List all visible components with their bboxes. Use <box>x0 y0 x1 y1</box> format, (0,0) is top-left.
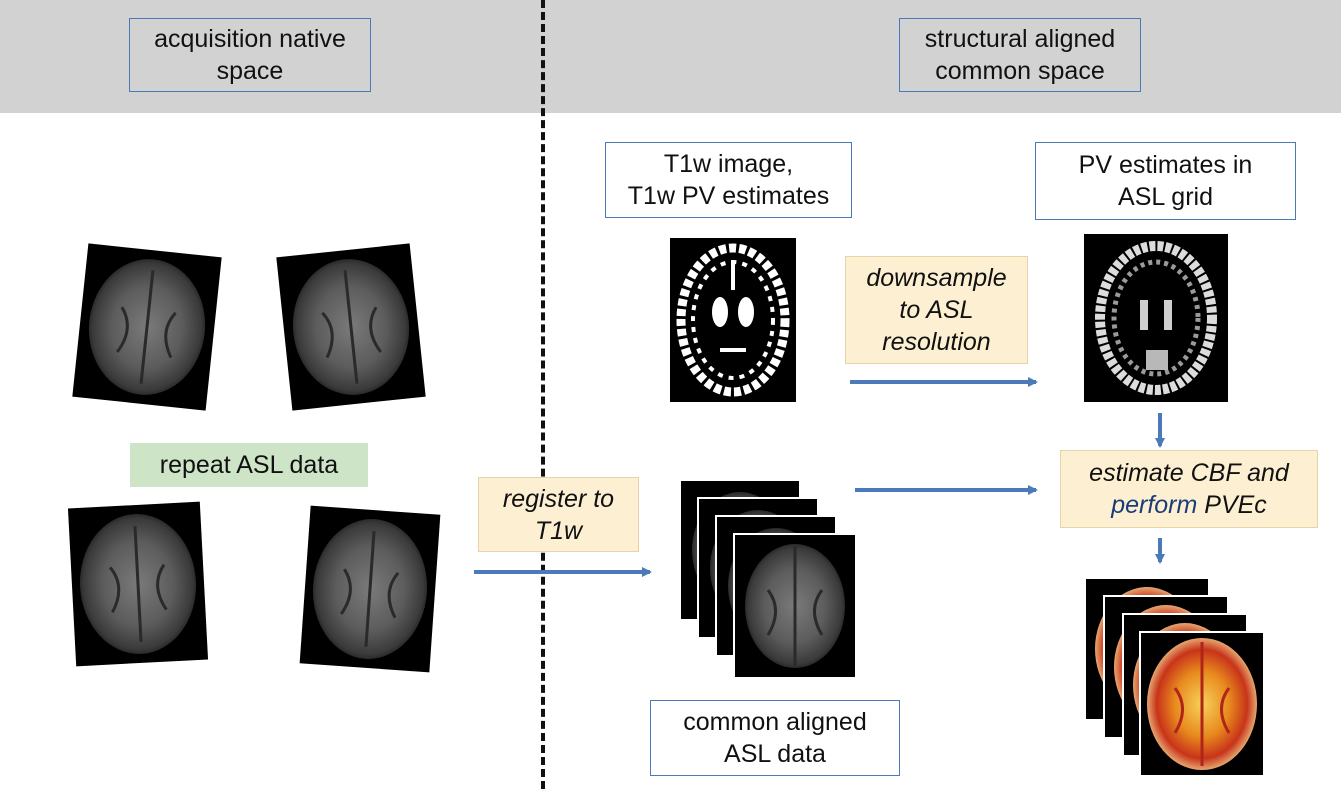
space-divider <box>541 0 545 789</box>
asl-frame-1 <box>72 243 222 411</box>
header-native-space: acquisition native space <box>129 18 371 92</box>
asl-frame-3 <box>67 501 209 667</box>
label-estimate-cbf: estimate CBF and perform PVEc <box>1060 450 1318 528</box>
t1w-pv-image <box>670 238 796 402</box>
estimate-line-2: perform PVEc <box>1111 489 1267 521</box>
estimate-word-perform: perform <box>1111 491 1198 519</box>
asl-frame-4 <box>299 505 441 673</box>
label-pv-asl-grid: PV estimates in ASL grid <box>1035 142 1296 220</box>
cbf-output-stack <box>1084 577 1265 777</box>
asl-frame-2 <box>276 243 426 411</box>
pv-asl-grid-image <box>1084 234 1228 402</box>
label-t1w-image: T1w image, T1w PV estimates <box>605 142 852 218</box>
label-downsample: downsample to ASL resolution <box>845 256 1028 364</box>
header-common-space: structural aligned common space <box>899 18 1141 92</box>
label-common-aligned: common aligned ASL data <box>650 700 900 776</box>
estimate-word-pvec: PVEc <box>1197 491 1267 519</box>
label-repeat-asl: repeat ASL data <box>130 443 368 487</box>
label-register: register to T1w <box>478 477 639 552</box>
estimate-line-1: estimate CBF and <box>1089 459 1289 487</box>
common-aligned-asl-stack <box>679 479 857 679</box>
